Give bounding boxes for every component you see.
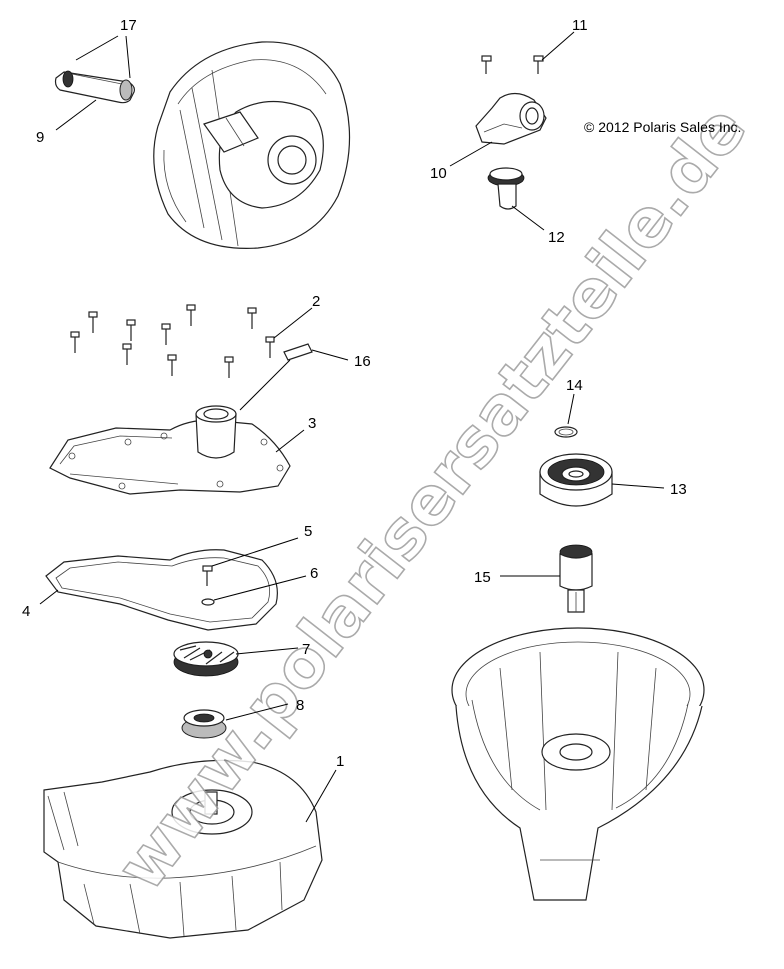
callout-12: 12 [548,229,565,246]
part-thermostat-housing-10[interactable] [475,92,547,145]
callout-5: 5 [304,523,312,540]
leader-17b [125,35,131,79]
leader-14 [567,393,575,425]
part-tube-9[interactable] [54,70,135,104]
callout-10: 10 [430,165,447,182]
leader-3 [275,429,305,453]
leader-4 [39,589,59,605]
callout-13: 13 [670,481,687,498]
part-oring-14[interactable] [554,426,578,438]
part-housing-right[interactable] [451,627,705,901]
leader-lines [39,31,665,823]
leader-10 [449,141,493,167]
part-washer-6[interactable] [201,598,215,606]
part-pin-16[interactable] [283,343,313,361]
leader-16b [239,359,291,411]
leader-6 [213,575,307,601]
part-shaft-15[interactable] [559,544,593,613]
leader-8 [225,703,289,721]
part-bolts-11[interactable] [481,55,544,74]
part-bolts-2[interactable] [70,304,275,378]
callout-2: 2 [312,293,320,310]
part-pump-cover-3[interactable] [49,405,291,495]
part-bolt-5[interactable] [202,565,213,586]
leader-7 [235,647,299,655]
leader-9 [55,99,97,131]
part-cover-assembly[interactable] [153,41,351,249]
callout-7: 7 [302,641,310,658]
part-gasket-4[interactable] [45,549,278,631]
callout-16: 16 [354,353,371,370]
callout-14: 14 [566,377,583,394]
copyright-notice: © 2012 Polaris Sales Inc. [584,119,741,135]
part-thermostat-12[interactable] [487,167,525,210]
leader-1 [305,769,337,823]
leader-17a [75,35,119,61]
callout-labels: 17 9 2 16 3 5 6 4 7 8 1 11 10 12 14 13 1… [22,17,687,770]
leader-11 [541,31,575,61]
leader-13 [611,483,665,489]
leader-5 [211,537,299,567]
callout-6: 6 [310,565,318,582]
callout-17: 17 [120,17,137,34]
part-impeller-7[interactable] [173,641,239,677]
leader-12 [511,205,545,231]
callout-8: 8 [296,697,304,714]
callout-15: 15 [474,569,491,586]
part-housing-1[interactable] [43,759,323,939]
callout-11: 11 [572,17,588,34]
leader-16 [311,349,349,361]
callout-4: 4 [22,603,30,620]
callout-1: 1 [336,753,344,770]
part-bearing-13[interactable] [539,453,613,507]
part-seal-8[interactable] [181,709,227,739]
leader-2 [273,307,313,339]
callout-3: 3 [308,415,316,432]
callout-9: 9 [36,129,44,146]
